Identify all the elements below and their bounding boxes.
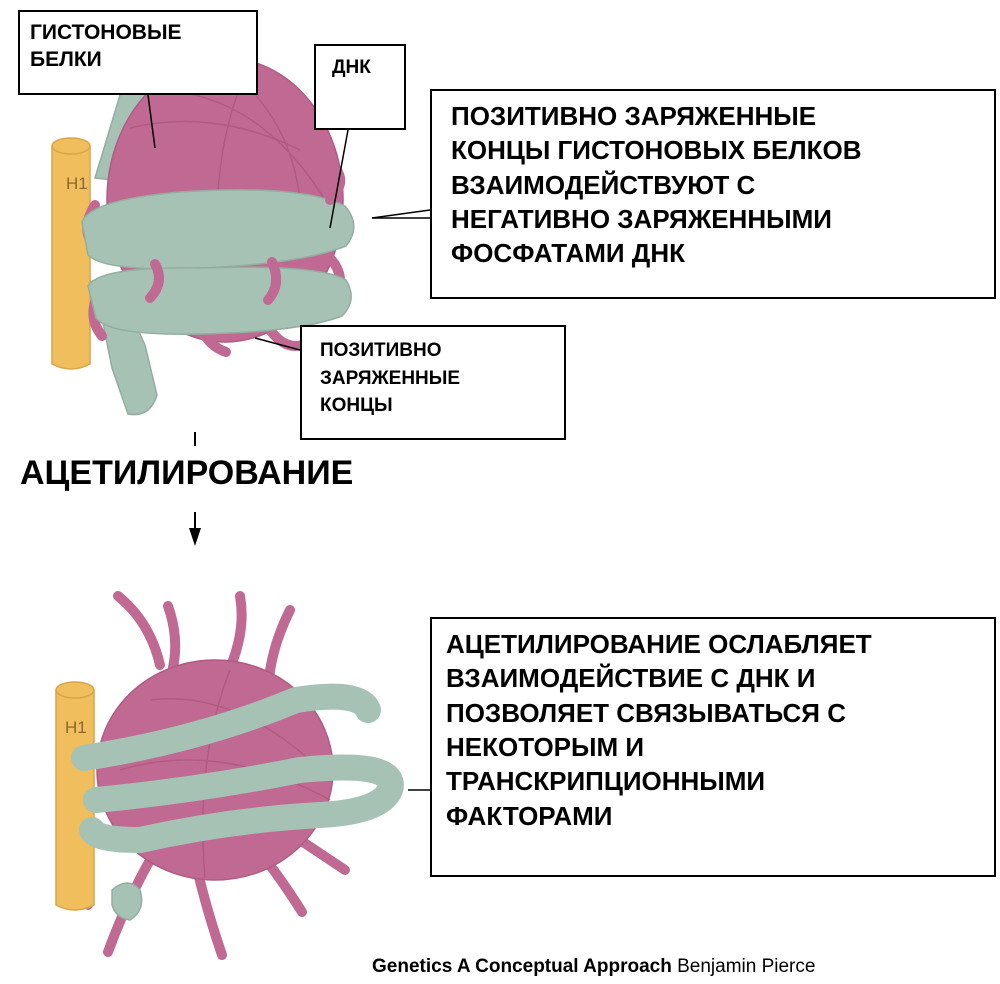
- nucleosome-bottom: H1: [56, 596, 391, 955]
- tails-label-line: КОНЦЫ: [320, 392, 564, 420]
- effect-note-box: АЦЕТИЛИРОВАНИЕ ОСЛАБЛЯЕТ ВЗАИМОДЕЙСТВИЕ …: [430, 617, 996, 877]
- h1-label-top: H1: [66, 174, 88, 193]
- h1-label-bottom: H1: [65, 718, 87, 737]
- histone-label-line: БЕЛКИ: [30, 47, 256, 74]
- positive-tails-label: ПОЗИТИВНО ЗАРЯЖЕННЫЕ КОНЦЫ: [300, 325, 566, 440]
- interaction-note-line: ФОСФАТАМИ ДНК: [451, 236, 994, 270]
- tails-label-line: ЗАРЯЖЕННЫЕ: [320, 365, 564, 393]
- book-title: Genetics A Conceptual Approach: [372, 956, 672, 977]
- effect-note-line: ПОЗВОЛЯЕТ СВЯЗЫВАТЬСЯ С: [446, 696, 994, 730]
- acetylation-heading: АЦЕТИЛИРОВАНИЕ: [20, 454, 353, 493]
- histone-proteins-label: ГИСТОНОВЫЕ БЕЛКИ: [18, 10, 258, 95]
- effect-note-line: ВЗАИМОДЕЙСТВИЕ С ДНК И: [446, 661, 994, 695]
- interaction-note-line: КОНЦЫ ГИСТОНОВЫХ БЕЛКОВ: [451, 133, 994, 167]
- h1-cylinder-top: [52, 138, 90, 369]
- interaction-note-line: ПОЗИТИВНО ЗАРЯЖЕННЫЕ: [451, 99, 994, 133]
- tails-label-line: ПОЗИТИВНО: [320, 337, 564, 365]
- effect-note-line: ФАКТОРАМИ: [446, 799, 994, 833]
- interaction-note-box: ПОЗИТИВНО ЗАРЯЖЕННЫЕ КОНЦЫ ГИСТОНОВЫХ БЕ…: [430, 89, 996, 299]
- interaction-note-line: НЕГАТИВНО ЗАРЯЖЕННЫМИ: [451, 202, 994, 236]
- leader-interaction-1: [372, 210, 430, 218]
- effect-note-line: ТРАНСКРИПЦИОННЫМИ: [446, 764, 994, 798]
- interaction-note-line: ВЗАИМОДЕЙСТВУЮТ С: [451, 168, 994, 202]
- effect-note-line: АЦЕТИЛИРОВАНИЕ ОСЛАБЛЯЕТ: [446, 627, 994, 661]
- source-credit: Genetics A Conceptual Approach Benjamin …: [372, 956, 815, 978]
- book-author: Benjamin Pierce: [677, 956, 815, 977]
- dna-label: ДНК: [314, 44, 406, 130]
- histone-label-line: ГИСТОНОВЫЕ: [30, 20, 256, 47]
- effect-note-line: НЕКОТОРЫМ И: [446, 730, 994, 764]
